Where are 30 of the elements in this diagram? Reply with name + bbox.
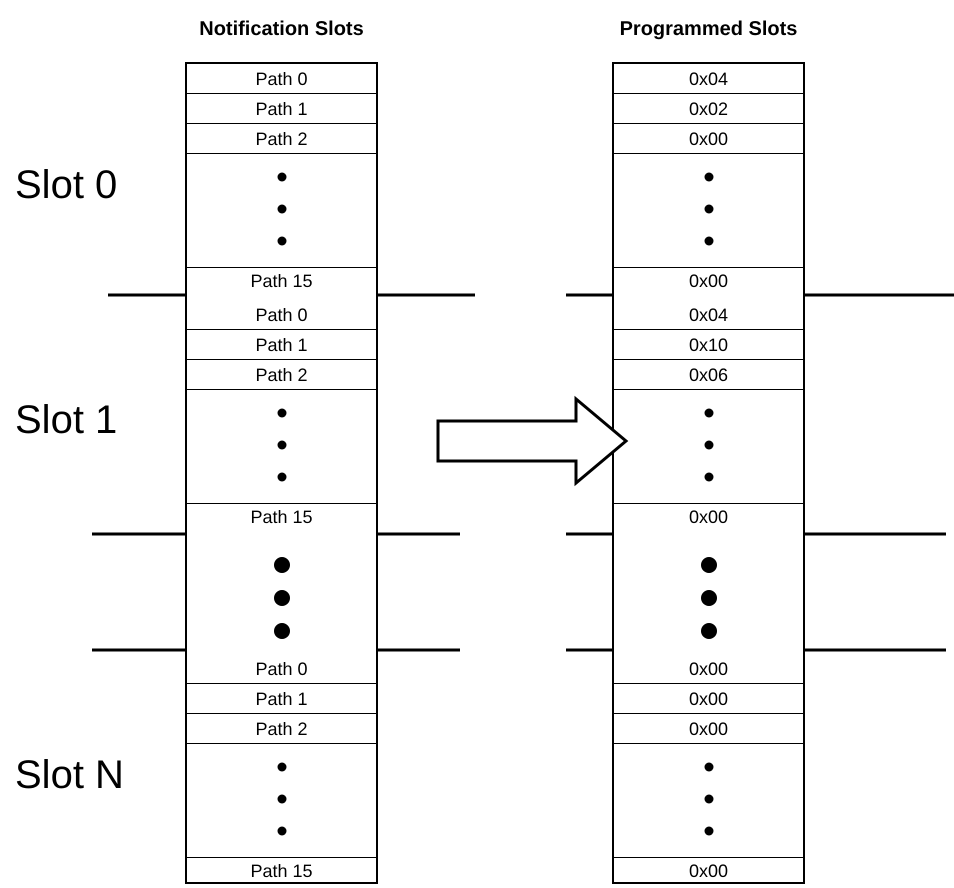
cell-text: 0x04 <box>688 70 728 88</box>
cell-text: Path 0 <box>255 660 308 678</box>
cell-text: Path 1 <box>255 100 308 118</box>
cell-text: Path 15 <box>250 508 313 526</box>
cell-text: Path 15 <box>250 862 313 880</box>
column-heading: Programmed Slots <box>620 17 798 42</box>
cell-text: 0x00 <box>688 690 728 708</box>
cell-text: 0x00 <box>688 130 728 148</box>
cell-text: 0x02 <box>688 100 728 118</box>
cell-text: 0x10 <box>688 336 728 354</box>
column-heading: Notification Slots <box>199 17 364 42</box>
cell-text: Path 15 <box>250 272 313 290</box>
block-arrow <box>436 396 628 486</box>
slot-label: Slot 0 <box>15 165 118 205</box>
cell-text: Path 2 <box>255 720 308 738</box>
slot-label: Slot 1 <box>15 400 118 440</box>
cell-text: Path 2 <box>255 366 308 384</box>
cell-text: Path 2 <box>255 130 308 148</box>
cell-text: Path 0 <box>255 70 308 88</box>
cell-text: 0x00 <box>688 862 728 880</box>
cell-text: Path 1 <box>255 690 308 708</box>
cell-text: Path 0 <box>255 306 308 324</box>
cell-text: 0x06 <box>688 366 728 384</box>
cell-text: 0x00 <box>688 272 728 290</box>
cell-text: 0x00 <box>688 660 728 678</box>
slot-label: Slot N <box>15 755 124 795</box>
cell-text: 0x04 <box>688 306 728 324</box>
cell-text: 0x00 <box>688 508 728 526</box>
cell-text: Path 1 <box>255 336 308 354</box>
cell-text: 0x00 <box>688 720 728 738</box>
